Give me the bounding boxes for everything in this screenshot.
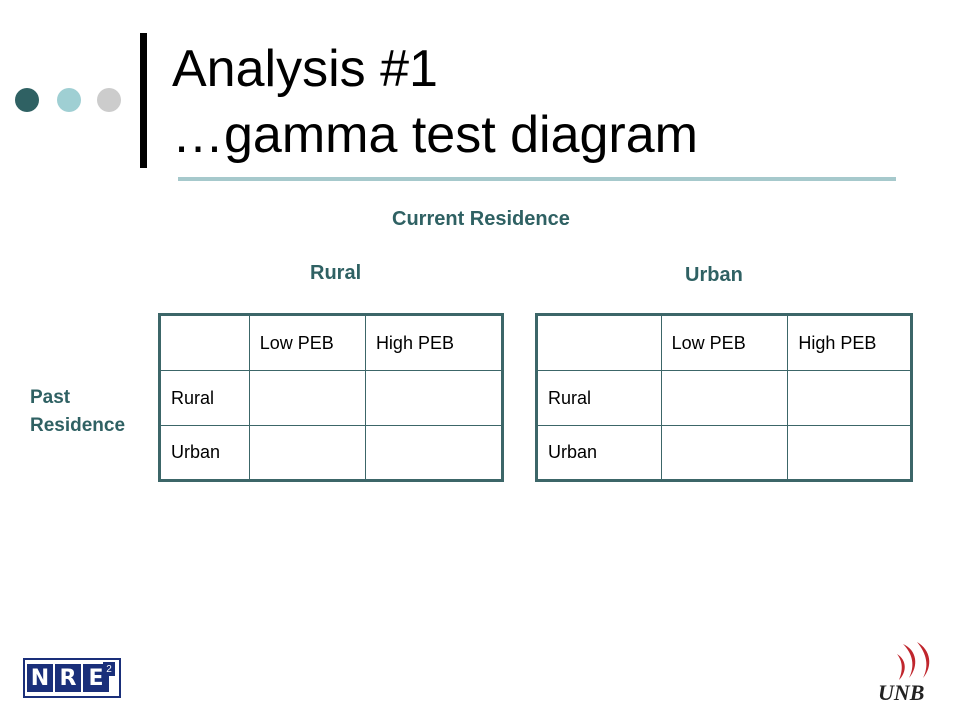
table-cell (364, 425, 504, 481)
current-residence-heading: Current Residence (392, 208, 570, 230)
table-header-cell: High PEB (364, 314, 504, 371)
table-cell (660, 370, 789, 426)
title-line-2: …gamma test diagram (172, 106, 698, 164)
accent-dot-grey (97, 88, 121, 112)
table-cell (787, 370, 912, 426)
nre-superscript: 2 (103, 662, 115, 676)
past-residence-line-2: Residence (30, 415, 126, 436)
table-cell (536, 314, 662, 371)
rural-contingency-table: Low PEB High PEB Rural Urban (158, 313, 504, 482)
rural-table-heading: Rural (310, 262, 362, 284)
title-line-1: Analysis #1 (172, 40, 438, 98)
table-row: Rural (536, 370, 912, 426)
table-row: Urban (536, 425, 912, 481)
nre-letter-n: N (27, 664, 53, 692)
row-label-cell: Urban (159, 425, 250, 481)
past-residence-line-1: Past (30, 387, 71, 408)
unb-sail-icon (897, 642, 930, 680)
table-header-cell: Low PEB (248, 314, 366, 371)
urban-table-heading: Urban (685, 264, 743, 286)
urban-contingency-table: Low PEB High PEB Rural Urban (535, 313, 913, 482)
row-label-cell: Rural (159, 370, 250, 426)
table-row: Urban (159, 425, 504, 481)
nre-logo: N R E 2 (23, 658, 121, 698)
past-residence-label: Past Residence (30, 384, 125, 440)
table-cell (248, 425, 366, 481)
table-cell (787, 425, 912, 481)
table-cell (159, 314, 250, 371)
accent-dot-dark (15, 88, 39, 112)
table-header-cell: High PEB (787, 314, 912, 371)
table-row: Rural (159, 370, 504, 426)
slide-title: Analysis #1 …gamma test diagram (172, 36, 698, 168)
table-header-row: Low PEB High PEB (536, 314, 912, 371)
table-header-row: Low PEB High PEB (159, 314, 504, 371)
table-header-cell: Low PEB (660, 314, 789, 371)
accent-dot-light (57, 88, 81, 112)
unb-logo-text: UNB (878, 680, 925, 705)
row-label-cell: Urban (536, 425, 662, 481)
title-vertical-bar (140, 33, 147, 168)
title-underline (178, 177, 896, 181)
table-cell (248, 370, 366, 426)
row-label-cell: Rural (536, 370, 662, 426)
nre-letter-r: R (55, 664, 81, 692)
table-cell (660, 425, 789, 481)
table-cell (364, 370, 504, 426)
